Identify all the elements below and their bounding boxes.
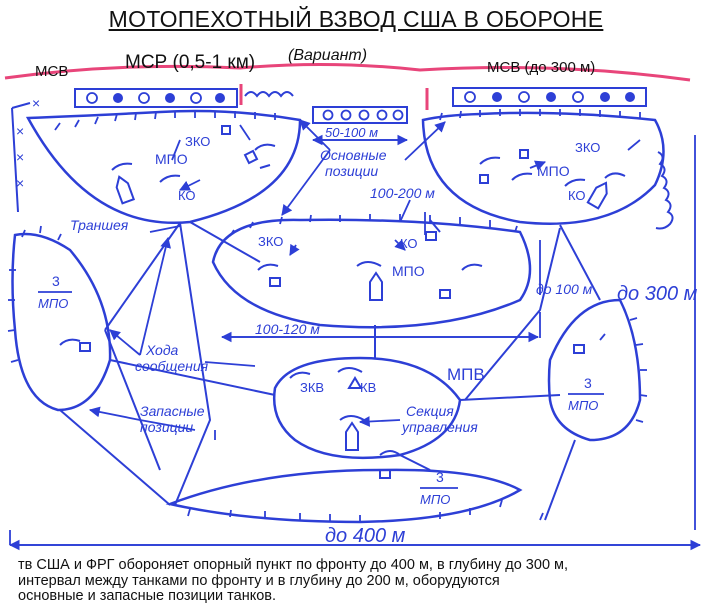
leader-arrows (88, 119, 446, 440)
reserve-left-number: 3 (52, 273, 60, 289)
minefield-center (312, 106, 408, 124)
wire-obstacle-left (244, 91, 294, 98)
position-rear (165, 468, 523, 524)
front-line (4, 62, 691, 82)
tank-icons (115, 175, 608, 451)
trench-ticks-reserve-left (7, 225, 62, 363)
barrier-x-2: × (16, 149, 24, 165)
mpo-label-left: МПО (155, 151, 188, 167)
dimension-lines (8, 134, 702, 551)
main-positions-label-1: Основные (320, 147, 387, 163)
position-forward-right (421, 111, 665, 225)
zkv-label: ЗКВ (300, 380, 324, 395)
position-middle (211, 218, 532, 329)
dist-100-label: до 100 м (536, 281, 593, 297)
caption-line-2: интервал между танками по фронту и в глу… (18, 572, 500, 589)
left-msv-label: МСВ (35, 63, 68, 80)
mpo-label-right: МПО (537, 163, 570, 179)
reserve-right-mpo: МПО (568, 398, 598, 413)
mpv-label: МПВ (447, 365, 485, 384)
main-positions-label-2: позиции (325, 163, 378, 179)
direction-arrows (171, 124, 641, 256)
dist-100-200-label: 100-200 м (370, 185, 435, 201)
dist-50-100-label: 50-100 м (325, 125, 378, 140)
reserve-label-2: позиции (140, 419, 193, 435)
comm-label-1: Хода (145, 342, 179, 358)
reserve-right-number: 3 (584, 375, 592, 391)
trench-ticks-right (439, 109, 641, 121)
section-label-2: управления (401, 419, 478, 435)
trench-ticks-middle (229, 214, 518, 237)
caption-line-1: тв США и ФРГ обороняет опорный пункт по … (18, 557, 569, 573)
barrier-x-3: × (16, 175, 24, 191)
dist-300-label: до 300 м (617, 283, 698, 305)
zko-label-left: ЗКО (185, 134, 210, 149)
section-label-1: Секция (406, 403, 454, 419)
position-platoon-hq (272, 356, 462, 460)
caption-line-3: основные и запасные позиции танков. (18, 588, 277, 604)
position-reserve-right (547, 298, 642, 442)
barrier-left (11, 102, 31, 213)
zko-label-middle: ЗКО (258, 234, 283, 249)
position-forward-left (25, 109, 302, 225)
trench-ticks-left (54, 111, 276, 131)
caption: тв США и ФРГ обороняет опорный пункт по … (18, 557, 708, 605)
mpo-label-middle: МПО (392, 263, 425, 279)
ko-label-left: КО (178, 188, 196, 203)
dist-100-120-label: 100-120 м (255, 321, 320, 337)
trench-ticks-rear (187, 499, 544, 522)
zko-label-right: ЗКО (575, 140, 600, 155)
ko-label-middle: КО (400, 236, 418, 251)
page-title: МОТОПЕХОТНЫЙ ВЗВОД США В ОБОРОНЕ (108, 6, 604, 32)
msr-label: МСР (0,5-1 км) (125, 52, 255, 73)
kv-label: КВ (360, 380, 376, 395)
right-msv-label: МСВ (до 300 м) (487, 59, 595, 76)
barrier-x-1: × (16, 123, 24, 139)
rear-number: 3 (436, 469, 444, 485)
weapon-icons (79, 125, 585, 479)
defense-diagram: МСВ МСР (0,5-1 км) (Вариант) МСВ (до 300… (4, 47, 702, 551)
trench-label: Траншея (70, 217, 129, 233)
wire-obstacle-right (655, 151, 674, 230)
fan-symbols (59, 143, 626, 456)
reserve-left-mpo: МПО (38, 296, 68, 311)
barrier-x-4: × (32, 95, 40, 111)
trench-ticks-reserve-right (599, 317, 648, 423)
variant-label: (Вариант) (288, 47, 367, 64)
position-reserve-left (11, 232, 112, 412)
minefield-left (74, 88, 238, 108)
ko-label-right: КО (568, 188, 586, 203)
minefield-right (452, 87, 647, 107)
reserve-label-1: Запасные (140, 403, 205, 419)
comm-label-2: сообщения (135, 358, 209, 374)
rear-mpo: МПО (420, 492, 450, 507)
dist-400-label: до 400 м (325, 525, 406, 547)
